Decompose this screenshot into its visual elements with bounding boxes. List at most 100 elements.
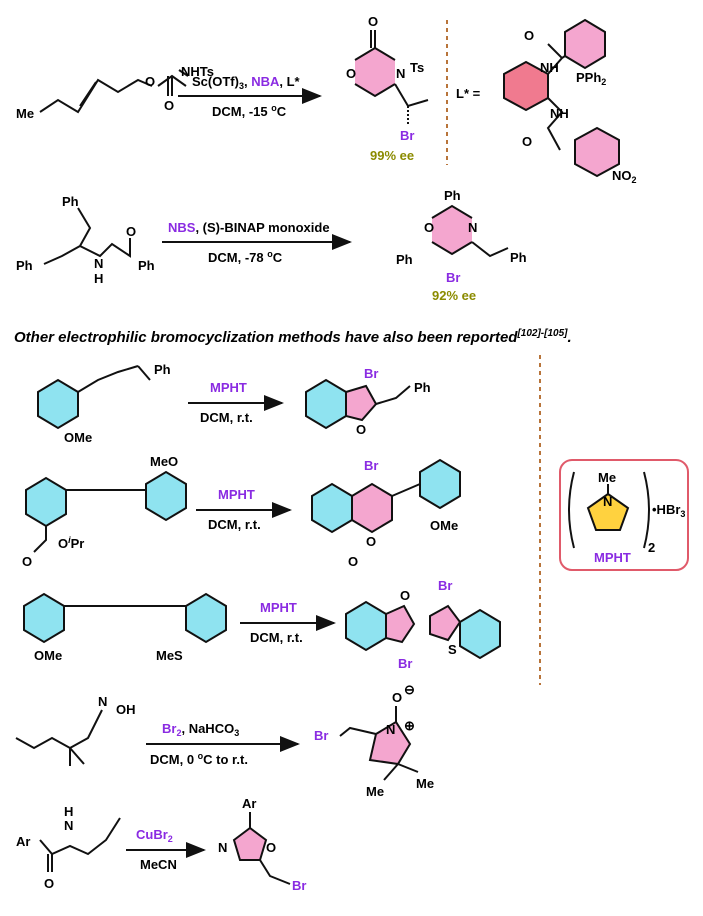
mpht-box — [559, 459, 689, 571]
r3-product — [305, 378, 411, 430]
r1-sub-nhts: NHTs — [181, 64, 214, 79]
mpht-name: MPHT — [594, 550, 631, 565]
r2-sub-n: N — [94, 256, 103, 271]
r7-conditions: MeCN — [140, 857, 177, 872]
r5-sub-mes: MeS — [156, 648, 183, 663]
r1-prod-br: Br — [400, 128, 414, 143]
r4-prod-o-carbonyl: O — [348, 554, 358, 569]
r5-prod-s: S — [448, 642, 457, 657]
r1-ee: 99% ee — [370, 148, 414, 163]
r5-prod-br-bottom: Br — [398, 656, 412, 671]
r1-reagents: Sc(OTf)3, NBA, L* — [192, 74, 301, 91]
r5-reagent: MPHT — [260, 600, 297, 615]
r4-conditions: DCM, r.t. — [208, 517, 261, 532]
r5-substrate — [23, 592, 227, 644]
r5-prod-o: O — [400, 588, 410, 603]
r3-reagent: MPHT — [210, 380, 247, 395]
r1-prod-n: N — [396, 66, 405, 81]
r6-sub-n: N — [98, 694, 107, 709]
r6-prod-o: O — [392, 690, 402, 705]
r6-prod-me1: Me — [366, 784, 384, 799]
r6-conditions: DCM, 0 oC to r.t. — [150, 751, 248, 767]
r2-sub-o: O — [126, 224, 136, 239]
r2-prod-ph-right: Ph — [510, 250, 527, 265]
r2-prod-br: Br — [446, 270, 460, 285]
r6-plus: ⊕ — [404, 718, 415, 733]
r4-reagent: MPHT — [218, 487, 255, 502]
r3-sub-ph: Ph — [154, 362, 171, 377]
mpht-structure — [568, 471, 650, 549]
r3-prod-o: O — [356, 422, 366, 437]
r6-minus: ⊖ — [404, 682, 415, 697]
lig-o1: O — [524, 28, 534, 43]
r7-sub-n: N — [64, 818, 73, 833]
r4-prod-ome: OMe — [430, 518, 458, 533]
ligand-label: L* = — [456, 86, 481, 101]
lig-o2: O — [522, 134, 532, 149]
r2-sub-ph-right: Ph — [138, 258, 155, 273]
r4-prod-br: Br — [364, 458, 378, 473]
r6-reagents: Br2, NaHCO3 — [162, 721, 239, 738]
r5-conditions: DCM, r.t. — [250, 630, 303, 645]
r7-prod-ar: Ar — [242, 796, 256, 811]
lig-pph2: PPh2 — [576, 70, 606, 87]
r7-sub-h: H — [64, 804, 73, 819]
r6-prod-br: Br — [314, 728, 328, 743]
lig-nh1: NH — [540, 60, 559, 75]
r7-prod-n: N — [218, 840, 227, 855]
r4-product — [311, 458, 461, 534]
r4-sub-oipr: OiPr — [58, 535, 84, 551]
r5-prod-br-top: Br — [438, 578, 452, 593]
r7-product — [232, 812, 291, 885]
r1-prod-o-top: O — [368, 14, 378, 29]
mpht-n: N — [603, 494, 612, 509]
r7-sub-ar: Ar — [16, 834, 30, 849]
r4-sub-meo: MeO — [150, 454, 178, 469]
r6-product — [339, 706, 419, 781]
reaction-2-substrate — [43, 207, 131, 265]
r1-sub-o2: O — [164, 98, 174, 113]
r7-prod-o: O — [266, 840, 276, 855]
r3-prod-br: Br — [364, 366, 378, 381]
r7-sub-o: O — [44, 876, 54, 891]
r1-conditions: DCM, -15 oC — [212, 103, 287, 119]
r1-sub-o: O — [145, 74, 155, 89]
r6-prod-me2: Me — [416, 776, 434, 791]
r1-prod-o-ring: O — [346, 66, 356, 81]
r3-conditions: DCM, r.t. — [200, 410, 253, 425]
mpht-salt: •HBr3 — [652, 502, 685, 519]
r4-substrate — [25, 470, 187, 553]
r5-sub-ome: OMe — [34, 648, 62, 663]
r2-prod-n: N — [468, 220, 477, 235]
mpht-sub: 2 — [648, 540, 655, 555]
r7-substrate — [39, 817, 121, 872]
section-note: Other electrophilic bromocyclization met… — [14, 328, 572, 346]
lig-nh2: NH — [550, 106, 569, 121]
r2-conditions: DCM, -78 oC — [208, 249, 283, 265]
r3-sub-ome: OMe — [64, 430, 92, 445]
r1-sub-me: Me — [16, 106, 34, 121]
r2-sub-ph-left: Ph — [16, 258, 33, 273]
r1-prod-ts: Ts — [410, 60, 424, 75]
r7-reagents: CuBr2 — [136, 827, 173, 844]
r3-substrate — [37, 365, 151, 430]
r1-substrate-chain — [39, 78, 153, 114]
r2-prod-ph-left: Ph — [396, 252, 413, 267]
r2-reagents: NBS, (S)-BINAP monoxide — [168, 220, 330, 235]
r4-prod-o-ring: O — [366, 534, 376, 549]
r6-sub-oh: OH — [116, 702, 136, 717]
r6-substrate — [15, 709, 103, 766]
r2-sub-ph-top: Ph — [62, 194, 79, 209]
r4-sub-o1: O — [22, 554, 32, 569]
mpht-me: Me — [598, 470, 616, 485]
r2-product-ring — [431, 204, 509, 258]
r1-carbonyl — [157, 74, 187, 96]
r7-prod-br: Br — [292, 878, 306, 893]
r2-prod-ph-top: Ph — [444, 188, 461, 203]
r5-product — [345, 600, 501, 660]
r1-product-ring — [354, 30, 429, 126]
r3-prod-ph: Ph — [414, 380, 431, 395]
r6-prod-n: N — [386, 722, 395, 737]
r2-prod-o: O — [424, 220, 434, 235]
